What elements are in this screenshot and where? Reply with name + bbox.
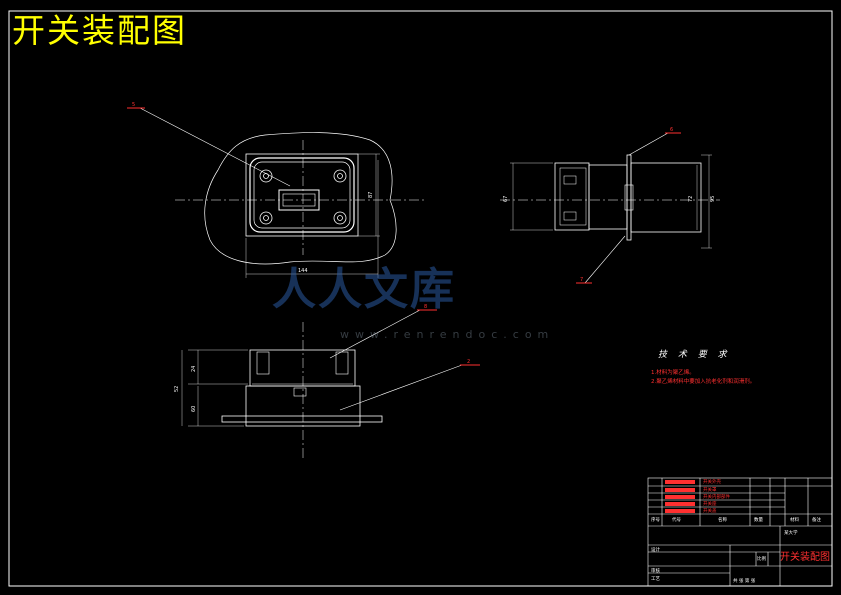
drawing-title: 开关装配图 [12,11,187,50]
part-name-1: 开关外壳 [703,480,721,485]
dim-side-inner: 67 [503,196,509,202]
tech-req-line-2: 2.聚乙烯材料中要加入抗老化剂和润滑剂。 [651,379,756,385]
balloon-8: 8 [424,304,427,310]
dim-side-mid: 72 [688,196,694,202]
front-section-view [181,322,383,460]
dim-top-width: 144 [298,268,308,274]
tech-req-heading: 技 术 要 求 [658,350,731,360]
watermark-url: www.renrendoc.com [340,328,555,341]
tb-school: 某大学 [784,531,798,536]
balloon-2: 2 [467,359,470,365]
dim-side-outer: 95 [710,196,716,202]
watermark-logo: 人人文库 [272,264,456,315]
balloon-6: 6 [670,127,673,133]
tb-checker: 审核 [651,569,660,574]
part-name-2: 开关罩 [703,488,717,493]
tb-designer: 设计 [651,548,660,553]
balloon-7: 7 [580,277,583,283]
tb-scale: 比例 [757,557,766,562]
tb-header-material: 材料 [790,518,799,523]
sheet-border [8,10,833,587]
side-view [500,154,720,249]
tb-header-index: 序号 [651,518,660,523]
tb-header-name: 名称 [718,518,727,523]
balloon-5: 5 [132,102,135,108]
dim-front-b: 60 [191,406,197,412]
title-block [647,477,833,587]
tb-header-qty: 数量 [754,518,763,523]
part-name-4: 开关座 [703,502,717,507]
tb-header-code: 代号 [672,518,681,523]
tech-req-line-1: 1.材料为聚乙烯。 [651,370,695,376]
tb-sheet: 共 张 第 张 [733,579,756,584]
top-view [175,132,425,278]
part-name-3: 开关内部部件 [703,495,730,500]
tb-drawing-name: 开关装配图 [780,552,830,563]
dim-front-c: 52 [174,386,180,392]
part-name-5: 开关盖 [703,509,717,514]
tb-process: 工艺 [651,577,660,582]
dim-top-height: 87 [368,192,374,198]
tb-header-note: 备注 [812,518,821,523]
title-block-parts-markers [665,480,695,513]
dim-front-a: 24 [191,366,197,372]
